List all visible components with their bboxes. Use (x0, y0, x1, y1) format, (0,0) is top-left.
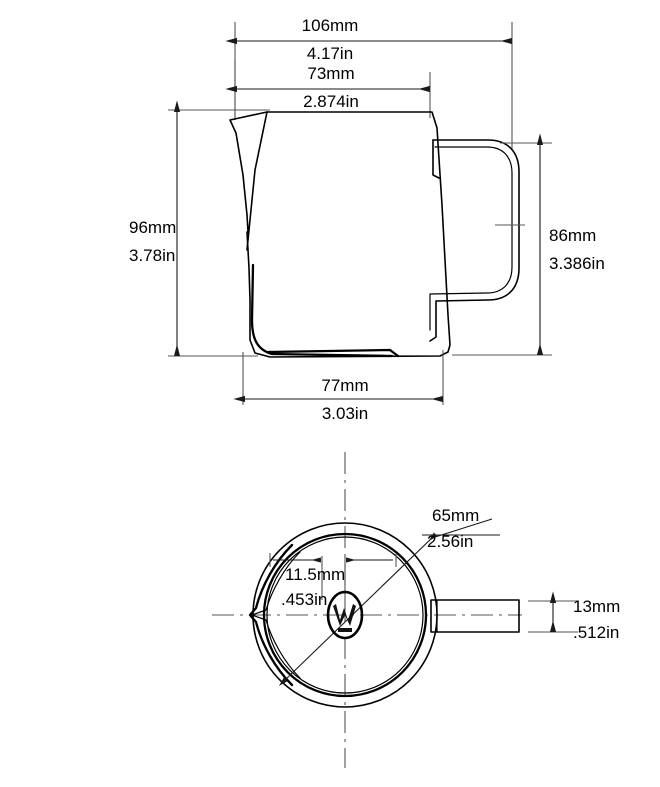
pitcher-spout-inner-edge (246, 111, 268, 251)
label-handle-height-in: 3.386in (549, 254, 605, 273)
label-overall-height-mm: 96mm (129, 218, 176, 237)
pitcher-spout-outline (229, 111, 268, 233)
label-overall-width-mm: 106mm (302, 16, 359, 35)
label-overall-width-in: 4.17in (307, 44, 353, 63)
pitcher-base-inner-line (266, 348, 400, 358)
label-handle-width-mm: 13mm (573, 597, 620, 616)
top-view-handle-rect (430, 599, 520, 633)
pitcher-body-outline (246, 111, 451, 358)
side-view-group: 106mm 4.17in 73mm 2.874in 96mm 3.78in 86… (129, 16, 605, 423)
label-handle-height-mm: 86mm (549, 226, 596, 245)
brand-logo-oval (326, 590, 364, 640)
label-rim-diameter-mm: 65mm (432, 506, 479, 525)
brand-logo-mark-icon (333, 604, 356, 626)
label-base-width-in: 3.03in (322, 404, 368, 423)
top-view-group: 65mm 2.56in 11.5mm .453in 13mm .512in (212, 452, 620, 768)
label-spout-offset-mm: 11.5mm (285, 565, 345, 584)
label-handle-width-in: .512in (573, 623, 619, 642)
pitcher-handle-inner (429, 146, 513, 331)
label-base-width-mm: 77mm (321, 376, 368, 395)
label-rim-diameter-in: 2.56in (427, 532, 473, 551)
top-view-spout-outer (248, 543, 294, 687)
pitcher-handle-notch-top (432, 139, 440, 179)
brand-logo-underbar (338, 628, 352, 632)
pitcher-base-curve (250, 263, 394, 358)
label-spout-offset-in: .453in (281, 590, 327, 609)
label-overall-height-in: 3.78in (129, 246, 175, 265)
label-body-width-mm: 73mm (307, 64, 354, 83)
label-body-width-in: 2.874in (303, 92, 359, 111)
